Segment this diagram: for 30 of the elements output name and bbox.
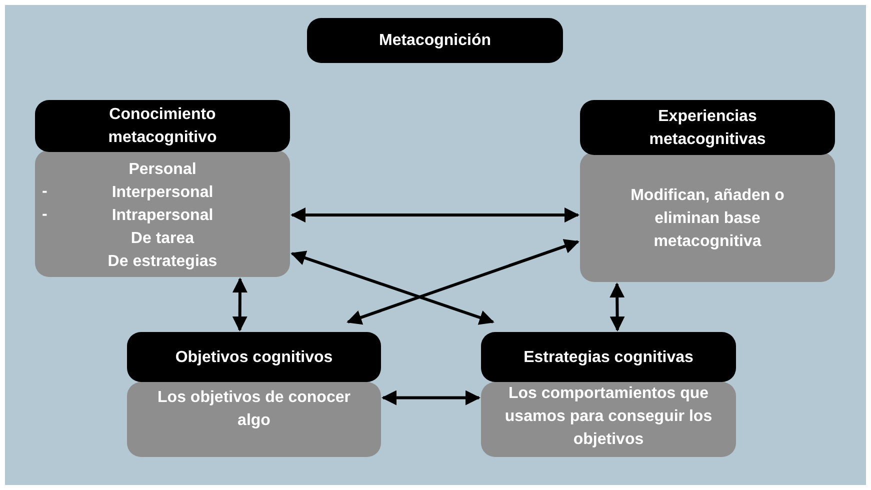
double-arrow (232, 278, 248, 332)
header-box (307, 18, 563, 63)
header-box (580, 100, 835, 155)
node-text: De tarea (130, 229, 194, 249)
bullet-dash: - (42, 182, 48, 202)
node-text: Personal (128, 160, 196, 180)
node-text: Los comportamientos que usamos para conseguir los objetivos (504, 384, 714, 450)
content-box (580, 152, 835, 282)
node-text: Interpersonal (112, 183, 214, 203)
node-text: Metacognición (378, 31, 491, 51)
node-text: Objetivos cognitivos (175, 348, 333, 368)
node-text: Modifican, añaden o eliminan base metacognitiva (630, 186, 786, 252)
double-arrow (382, 390, 480, 406)
node-text: Estrategias cognitivas (524, 348, 694, 368)
header-box (35, 100, 290, 152)
header-box (481, 332, 736, 382)
node-text: Los objetivos de conocer algo (156, 388, 352, 431)
node-text: Conocimiento metacognitivo (107, 105, 218, 148)
node-text: Intrapersonal (112, 206, 214, 226)
node-text: Experiencias metacognitivas (648, 106, 767, 150)
content-box (481, 382, 736, 457)
double-arrow (346, 239, 580, 325)
content-box (35, 150, 290, 277)
content-box (127, 382, 381, 457)
node-text: De estrategias (108, 252, 218, 272)
header-box (127, 332, 381, 382)
bullet-dash: - (42, 205, 48, 225)
double-arrow (290, 250, 494, 325)
double-arrow (610, 282, 625, 332)
double-arrow (290, 208, 580, 223)
